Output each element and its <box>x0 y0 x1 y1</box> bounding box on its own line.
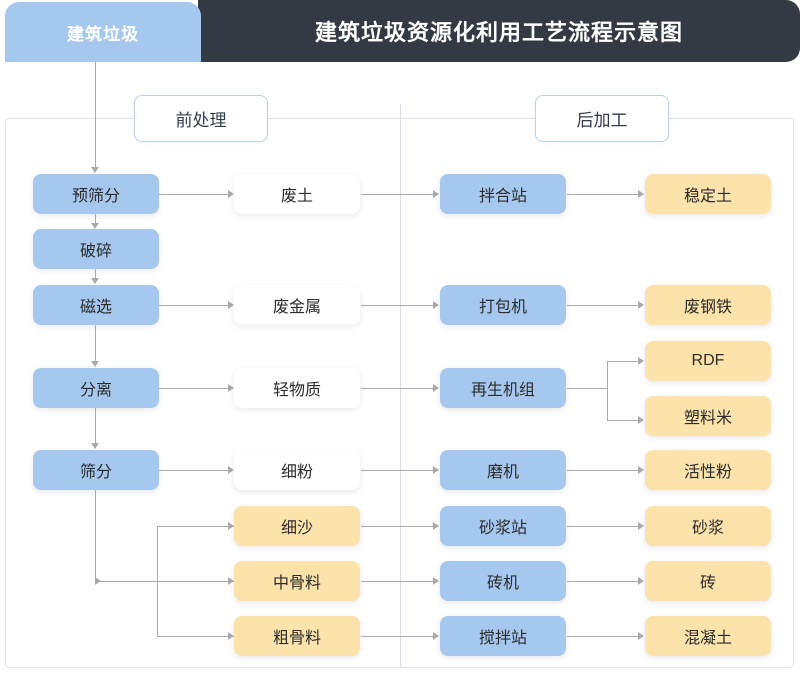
arrowhead-plastic-pellet <box>638 416 644 424</box>
connector-mortarstation-mortar <box>567 526 638 527</box>
arrowhead-concrete <box>638 632 644 640</box>
connector-crush-magnetic <box>95 269 96 279</box>
arrowhead-stabilizedsoil <box>638 190 644 198</box>
arrowhead-rdf <box>638 357 644 365</box>
node-batching-plant[interactable]: 搅拌站 <box>440 616 566 656</box>
arrowhead-separate-screen <box>91 443 99 449</box>
connector-wastemetal-baler <box>361 305 434 306</box>
arrowhead-activepowder <box>638 466 644 474</box>
connector-recycle-plastic <box>607 420 638 421</box>
node-concrete[interactable]: 混凝土 <box>645 616 771 656</box>
arrowhead-screen-down <box>95 577 101 585</box>
node-active-powder[interactable]: 活性粉 <box>645 450 771 490</box>
arrowhead-wastesoil <box>228 190 234 198</box>
node-waste-metal[interactable]: 废金属 <box>234 285 360 325</box>
arrowhead-mixing <box>433 190 439 198</box>
node-plastic-pellet[interactable]: 塑料米 <box>645 396 771 436</box>
node-mill[interactable]: 磨机 <box>440 450 566 490</box>
connector-magnetic-separate <box>95 325 96 362</box>
arrowhead-inlet <box>91 167 99 173</box>
connector-inlet <box>95 62 96 168</box>
arrowhead-wastemetal <box>228 301 234 309</box>
connector-separate-lightmaterial <box>159 388 228 389</box>
node-screen[interactable]: 筛分 <box>33 450 159 490</box>
arrowhead-scrapsteel <box>638 301 644 309</box>
connector-batchingplant-concrete <box>567 636 638 637</box>
node-magnetic[interactable]: 磁选 <box>33 285 159 325</box>
connector-baler-scrapsteel <box>567 305 638 306</box>
connector-prescreen-crush <box>95 214 96 224</box>
node-fine-powder[interactable]: 细粉 <box>234 450 360 490</box>
connector-bus-fine-sand <box>157 526 234 527</box>
connector-magnetic-wastemetal <box>159 305 228 306</box>
connector-prescreen-wastesoil <box>159 194 228 195</box>
node-pre-screen[interactable]: 预筛分 <box>33 174 159 214</box>
header-tab-construction-waste[interactable]: 建筑垃圾 <box>5 2 201 62</box>
node-mixing-station[interactable]: 拌合站 <box>440 174 566 214</box>
connector-aggregate-bus <box>157 526 158 637</box>
connector-separate-screen <box>95 408 96 444</box>
arrowhead-brick <box>638 577 644 585</box>
arrowhead-lightmaterial <box>228 384 234 392</box>
connector-recycle-split <box>567 388 608 389</box>
node-scrap-steel[interactable]: 废钢铁 <box>645 285 771 325</box>
connector-lightmaterial-recycle <box>361 388 434 389</box>
section-label-postprocessing: 后加工 <box>535 95 669 142</box>
arrowhead-coarse-aggregate <box>228 632 234 640</box>
node-brick[interactable]: 砖 <box>645 561 771 601</box>
connector-coarse-batchingplant <box>361 636 434 637</box>
arrowhead-baler <box>433 301 439 309</box>
node-rdf[interactable]: RDF <box>645 341 771 381</box>
page-title: 建筑垃圾资源化利用工艺流程示意图 <box>314 20 683 45</box>
node-light-material[interactable]: 轻物质 <box>234 368 360 408</box>
node-waste-soil[interactable]: 废土 <box>234 174 360 214</box>
node-coarse-aggregate[interactable]: 粗骨料 <box>234 616 360 656</box>
connector-wastesoil-mixing <box>361 194 434 195</box>
connector-brickmachine-brick <box>567 581 638 582</box>
arrowhead-recycle <box>433 384 439 392</box>
section-divider <box>400 104 401 668</box>
header-bar <box>198 0 800 62</box>
connector-screen-to-bus <box>95 581 234 582</box>
arrowhead-crush-magnetic <box>91 278 99 284</box>
connector-screen-finepowder <box>159 470 228 471</box>
arrowhead-prescreen-crush <box>91 223 99 229</box>
arrowhead-mortarstation <box>433 522 439 530</box>
node-stabilized-soil[interactable]: 稳定土 <box>645 174 771 214</box>
arrowhead-fine-sand <box>228 522 234 530</box>
arrowhead-to-medium-aggregate <box>228 577 234 585</box>
node-mortar[interactable]: 砂浆 <box>645 506 771 546</box>
arrowhead-mill <box>433 466 439 474</box>
arrowhead-batchingplant <box>433 632 439 640</box>
connector-medium-brickmachine <box>361 581 434 582</box>
node-separate[interactable]: 分离 <box>33 368 159 408</box>
node-medium-aggregate[interactable]: 中骨料 <box>234 561 360 601</box>
section-label-pretreatment: 前处理 <box>134 95 268 142</box>
node-brick-machine[interactable]: 砖机 <box>440 561 566 601</box>
arrowhead-finepowder <box>228 466 234 474</box>
arrowhead-magnetic-separate <box>91 361 99 367</box>
connector-recycle-rdf <box>607 361 638 362</box>
connector-mill-activepowder <box>567 470 638 471</box>
node-crush[interactable]: 破碎 <box>33 229 159 269</box>
connector-mixing-stabilizedsoil <box>567 194 638 195</box>
connector-recycle-riser <box>607 361 608 420</box>
connector-finesand-mortarstation <box>361 526 434 527</box>
connector-finepowder-mill <box>361 470 434 471</box>
arrowhead-mortar <box>638 522 644 530</box>
arrowhead-brickmachine <box>433 577 439 585</box>
diagram-frame <box>5 118 794 668</box>
connector-bus-coarse-aggregate <box>157 636 234 637</box>
node-fine-sand[interactable]: 细沙 <box>234 506 360 546</box>
node-mortar-station[interactable]: 砂浆站 <box>440 506 566 546</box>
node-recycle-unit[interactable]: 再生机组 <box>440 368 566 408</box>
connector-screen-down <box>95 490 96 581</box>
node-baler[interactable]: 打包机 <box>440 285 566 325</box>
